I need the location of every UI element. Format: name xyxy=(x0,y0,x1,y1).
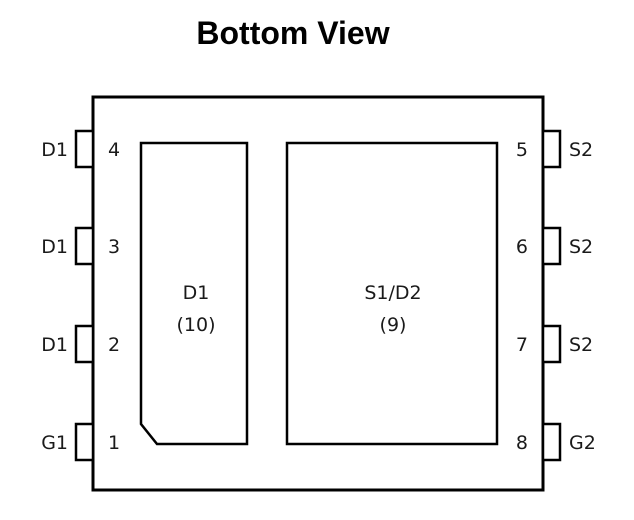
pin-tab-1 xyxy=(74,422,95,462)
right-pin-signal-5: S2 xyxy=(569,139,593,161)
left-pin-number-3: 3 xyxy=(108,236,120,258)
left-pin-signal-4: D1 xyxy=(41,139,68,161)
left-pin-signal-2: D1 xyxy=(41,334,68,356)
right-pin-number-5: 5 xyxy=(516,139,528,161)
pin-tab-3 xyxy=(74,226,95,266)
pad-right-name: S1/D2 xyxy=(364,282,421,304)
left-pin-number-1: 1 xyxy=(108,432,120,454)
diagram-title: Bottom View xyxy=(196,15,389,51)
right-pin-number-6: 6 xyxy=(516,236,528,258)
pin-tab-5 xyxy=(541,129,562,169)
right-pin-signal-7: S2 xyxy=(569,334,593,356)
left-pin-number-4: 4 xyxy=(108,139,120,161)
pin-tab-2 xyxy=(74,324,95,364)
pin-tab-8 xyxy=(541,422,562,462)
pad-left-name: D1 xyxy=(183,282,210,304)
pin-tab-7 xyxy=(541,324,562,364)
left-pin-number-2: 2 xyxy=(108,334,120,356)
left-pin-signal-1: G1 xyxy=(41,432,68,454)
pin-tab-4 xyxy=(74,129,95,169)
right-pin-number-8: 8 xyxy=(516,432,528,454)
right-pin-signal-6: S2 xyxy=(569,236,593,258)
pin-tab-6 xyxy=(541,226,562,266)
left-pin-signal-3: D1 xyxy=(41,236,68,258)
pad-left xyxy=(139,141,249,446)
pad-left-number: (10) xyxy=(176,314,215,336)
right-pin-number-7: 7 xyxy=(516,334,528,356)
right-pin-signal-8: G2 xyxy=(569,432,596,454)
pad-right-number: (9) xyxy=(380,314,407,336)
pad-right xyxy=(285,141,499,446)
